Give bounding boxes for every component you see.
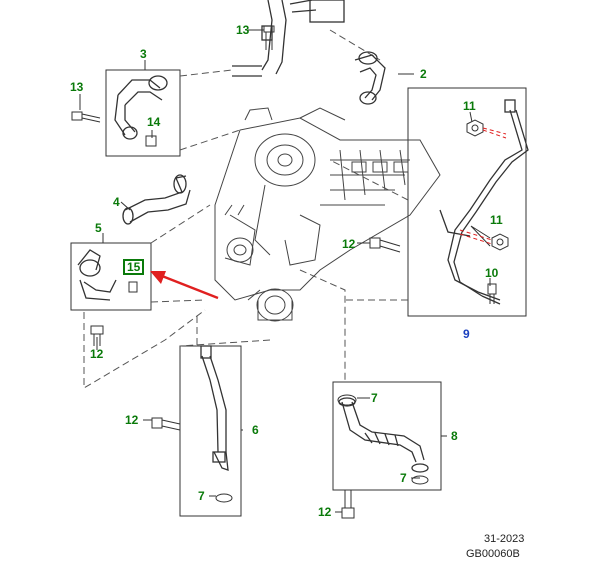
callout-leaders [79, 29, 491, 513]
callout-10: 10 [485, 266, 499, 280]
callout-6: 6 [252, 423, 259, 437]
dashed-leaders [83, 29, 409, 389]
callout-15: 15 [123, 259, 145, 275]
callout-7-left: 7 [198, 489, 205, 503]
bolt-12-left [90, 325, 104, 346]
callout-7-right-top: 7 [371, 391, 378, 405]
group-box-3 [105, 69, 181, 157]
hose-5 [77, 249, 117, 301]
callout-2: 2 [420, 67, 427, 81]
hose-3 [114, 75, 168, 140]
pipe-6 [200, 345, 229, 471]
clip-14 [145, 135, 157, 147]
callout-11-bottom: 11 [490, 213, 503, 227]
bolt-13-top [263, 25, 275, 50]
callout-12-left: 12 [90, 347, 104, 361]
callout-14: 14 [147, 115, 161, 129]
bolt-10 [487, 283, 497, 304]
callout-13-top: 13 [236, 23, 250, 37]
callout-12-bottom: 12 [318, 505, 332, 519]
callout-5: 5 [95, 221, 102, 235]
nut-11-bottom [491, 233, 509, 251]
group-box-6 [179, 345, 242, 517]
callout-11-top: 11 [463, 99, 476, 113]
bolt-13-left [71, 111, 101, 123]
drawing-id: GB00060B [466, 548, 520, 560]
date-code: 31-2023 [484, 533, 525, 545]
washer-7 [215, 394, 429, 503]
callout-3: 3 [140, 47, 147, 61]
pipe-8 [338, 397, 429, 473]
turbocharger-assembly [214, 107, 441, 322]
bolt-12-mid [369, 237, 401, 253]
callout-12-pipe: 12 [125, 413, 139, 427]
group-box-9 [407, 87, 527, 317]
coolant-pipe-top [232, 0, 345, 77]
hose-2 [354, 51, 386, 105]
callout-9: 9 [463, 327, 470, 341]
callout-4: 4 [113, 195, 120, 209]
indicator-arrow [150, 271, 219, 300]
group-box-5 [70, 242, 152, 311]
callout-7-right-bottom: 7 [400, 471, 407, 485]
callout-8: 8 [451, 429, 458, 443]
bolts [71, 25, 509, 519]
nut-11-top [466, 119, 484, 137]
bolt-12-bottom [341, 490, 355, 519]
callout-13-left: 13 [70, 80, 84, 94]
hose-4 [122, 174, 191, 225]
red-leaders [459, 127, 507, 245]
callout-12-mid: 12 [342, 237, 356, 251]
bolt-12-pipe [151, 417, 181, 431]
clip-15 [128, 281, 138, 293]
